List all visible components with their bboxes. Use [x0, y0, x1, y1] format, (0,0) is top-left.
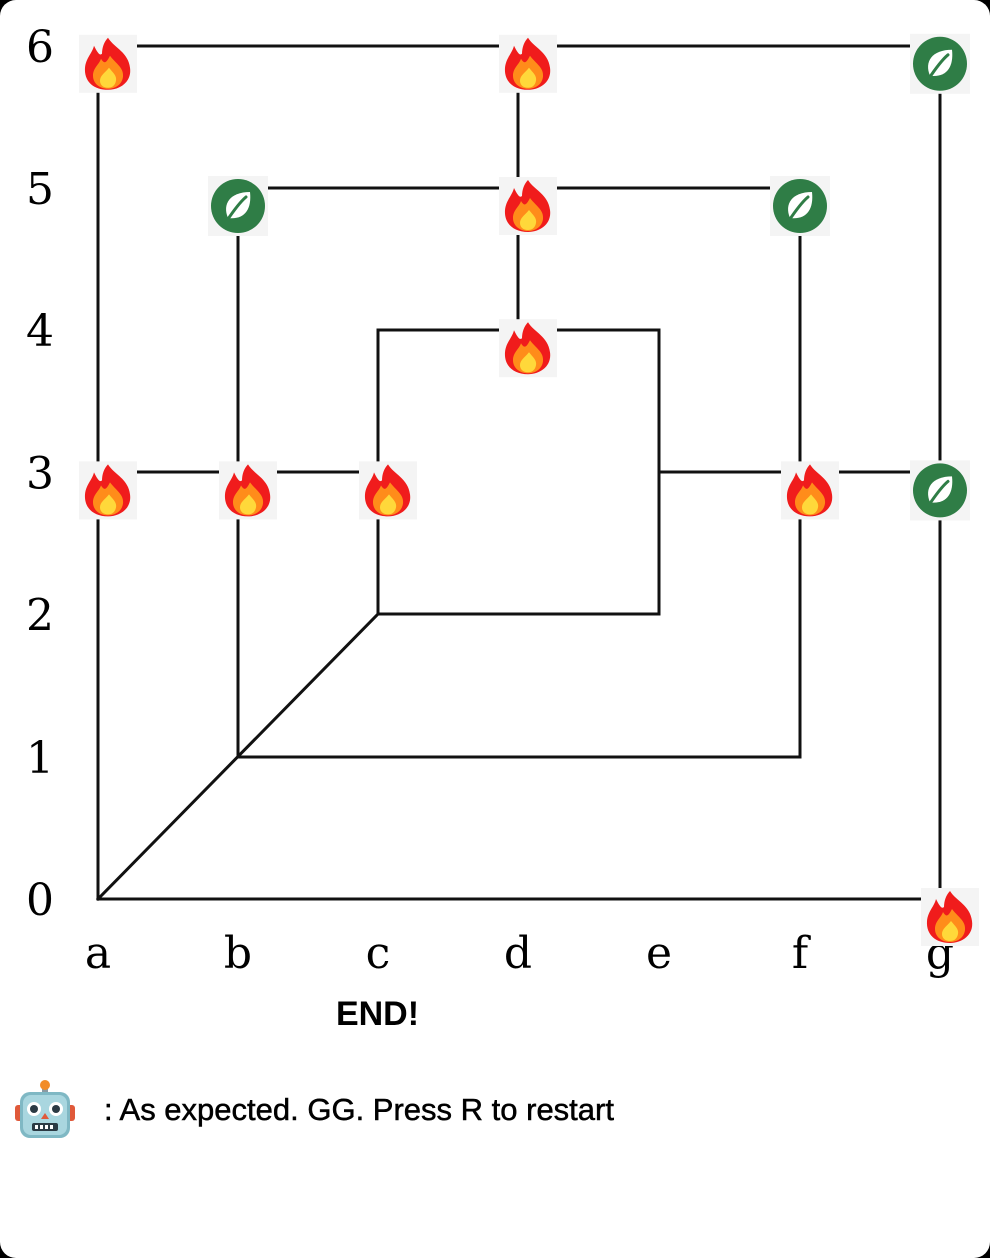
- rank-label: 6: [26, 22, 54, 73]
- connector-diagonal-a0-c2: [95, 611, 381, 902]
- file-label: d: [504, 928, 532, 979]
- fire-icon[interactable]: [359, 461, 417, 520]
- rank-label: 5: [26, 164, 54, 215]
- robot-icon: [15, 1080, 75, 1138]
- leaf-icon[interactable]: [910, 33, 970, 94]
- fire-icon[interactable]: [79, 461, 137, 520]
- file-label: b: [224, 928, 252, 979]
- leaf-icon[interactable]: [910, 460, 970, 521]
- leaf-icon[interactable]: [208, 176, 268, 236]
- game-status: END!: [335, 995, 420, 1033]
- fire-icon[interactable]: [79, 34, 137, 93]
- fire-icon[interactable]: [781, 461, 839, 520]
- rank-label: 1: [26, 733, 54, 784]
- pieces: [79, 33, 979, 946]
- fire-icon[interactable]: [499, 319, 557, 378]
- rank-label: 2: [26, 591, 54, 642]
- file-label: c: [366, 928, 391, 979]
- inner-square-line: [376, 328, 661, 616]
- rank-label: 0: [26, 875, 54, 926]
- rank-labels: 0 1 2 3 4 5 6: [26, 22, 54, 926]
- fire-icon[interactable]: [219, 461, 277, 520]
- file-label: f: [792, 928, 811, 979]
- file-label: a: [85, 928, 111, 979]
- bot-message-text: : As expected. GG. Press R to restart: [104, 1092, 614, 1128]
- rank-label: 4: [26, 306, 54, 357]
- fire-icon[interactable]: [499, 177, 557, 235]
- leaf-icon[interactable]: [770, 176, 830, 236]
- fire-icon[interactable]: [499, 34, 557, 93]
- fire-icon[interactable]: [921, 888, 979, 946]
- bot-message: : As expected. GG. Press R to restart: [14, 1078, 614, 1142]
- rank-label: 3: [26, 448, 54, 499]
- file-label: e: [646, 928, 672, 979]
